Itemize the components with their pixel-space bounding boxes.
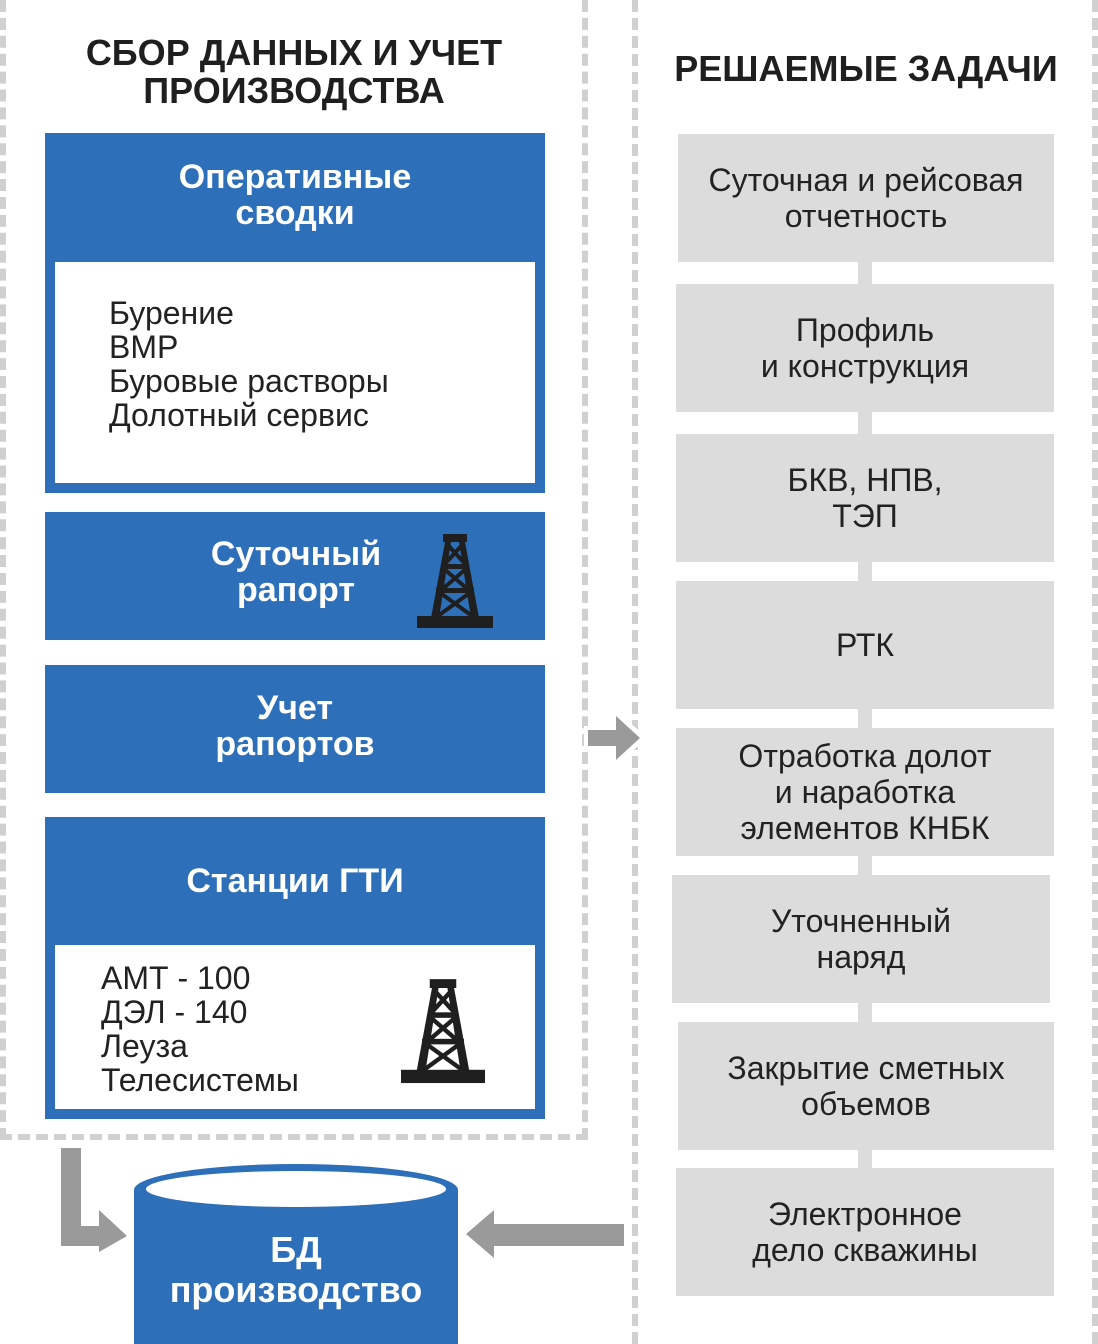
list-item: Леуза [101, 1028, 188, 1064]
operational-summaries-block: Оперативные сводки Бурение ВМР Буровые р… [45, 133, 545, 493]
task-line: Электронное [768, 1196, 962, 1232]
operational-title-line1: Оперативные [178, 158, 412, 196]
database-label-line2: производство [169, 1269, 423, 1310]
daily-report-title: Суточный рапорт [165, 536, 427, 608]
task-line: Профиль [795, 312, 935, 348]
task-line: наряд [816, 939, 906, 975]
daily-report-line1: Суточный [210, 535, 382, 573]
left-title-line2: ПРОИЗВОДСТВА [143, 70, 445, 111]
left-section-title: СБОР ДАННЫХ И УЧЕТ ПРОИЗВОДСТВА [30, 34, 558, 110]
task-line: отчетность [784, 198, 948, 234]
task-line: Отработка долот [738, 738, 992, 774]
task-box: Электронное дело скважины [676, 1168, 1054, 1296]
daily-report-block: Суточный рапорт [45, 512, 545, 640]
task-line: объемов [801, 1086, 931, 1122]
task-line: элементов КНБК [740, 810, 990, 846]
task-line: и конструкция [760, 348, 970, 384]
arrow-left-icon [466, 1210, 624, 1258]
task-line: ТЭП [832, 498, 898, 534]
right-panel [632, 0, 1098, 1344]
reports-accounting-title: Учет рапортов [45, 690, 545, 762]
operational-list-box: Бурение ВМР Буровые растворы Долотный се… [55, 262, 535, 483]
gti-list-box: АМТ - 100 ДЭЛ - 140 Леуза Телесистемы [55, 945, 535, 1109]
task-box: Уточненный наряд [672, 875, 1050, 1003]
left-panel [0, 0, 588, 1140]
gti-stations-block: Станции ГТИ АМТ - 100 ДЭЛ - 140 Леуза Те… [45, 817, 545, 1119]
task-box: Отработка долот и наработка элементов КН… [676, 728, 1054, 856]
list-item: Буровые растворы [109, 363, 389, 399]
oil-rig-icon [401, 979, 485, 1084]
list-item: Телесистемы [101, 1062, 299, 1098]
task-line: РТК [835, 627, 895, 663]
task-line: Закрытие сметных [727, 1050, 1005, 1086]
task-line: Суточная и рейсовая [708, 162, 1024, 198]
database-cylinder-icon [134, 1164, 458, 1344]
gti-list: АМТ - 100 ДЭЛ - 140 Леуза Телесистемы [101, 961, 299, 1097]
operational-title: Оперативные сводки [45, 159, 545, 231]
task-line: Уточненный [770, 903, 952, 939]
database-label: БД производство [134, 1230, 458, 1310]
oil-rig-icon [417, 534, 493, 628]
reports-accounting-line1: Учет [256, 689, 333, 727]
gti-title: Станции ГТИ [186, 862, 404, 900]
task-line: БКВ, НПВ, [787, 462, 943, 498]
list-item: ДЭЛ - 140 [101, 994, 248, 1030]
list-item: АМТ - 100 [101, 960, 251, 996]
task-box: Профиль и конструкция [676, 284, 1054, 412]
database-label-line1: БД [270, 1229, 322, 1270]
task-line: дело скважины [752, 1232, 978, 1268]
arrow-down-right-icon [61, 1148, 127, 1252]
task-box: Закрытие сметных объемов [678, 1022, 1054, 1150]
right-section-title: РЕШАЕМЫЕ ЗАДАЧИ [674, 48, 1058, 89]
operational-list: Бурение ВМР Буровые растворы Долотный се… [109, 296, 389, 432]
task-box: РТК [676, 581, 1054, 709]
daily-report-line2: рапорт [237, 571, 355, 609]
list-item: ВМР [109, 329, 179, 365]
task-line: и наработка [774, 774, 956, 810]
operational-title-line2: сводки [235, 194, 355, 232]
reports-accounting-block: Учет рапортов [45, 665, 545, 793]
left-title-line1: СБОР ДАННЫХ И УЧЕТ [85, 32, 503, 73]
arrow-right-icon [584, 708, 648, 768]
reports-accounting-line2: рапортов [215, 725, 375, 763]
task-box: БКВ, НПВ, ТЭП [676, 434, 1054, 562]
list-item: Бурение [109, 295, 234, 331]
task-box: Суточная и рейсовая отчетность [678, 134, 1054, 262]
list-item: Долотный сервис [109, 397, 369, 433]
